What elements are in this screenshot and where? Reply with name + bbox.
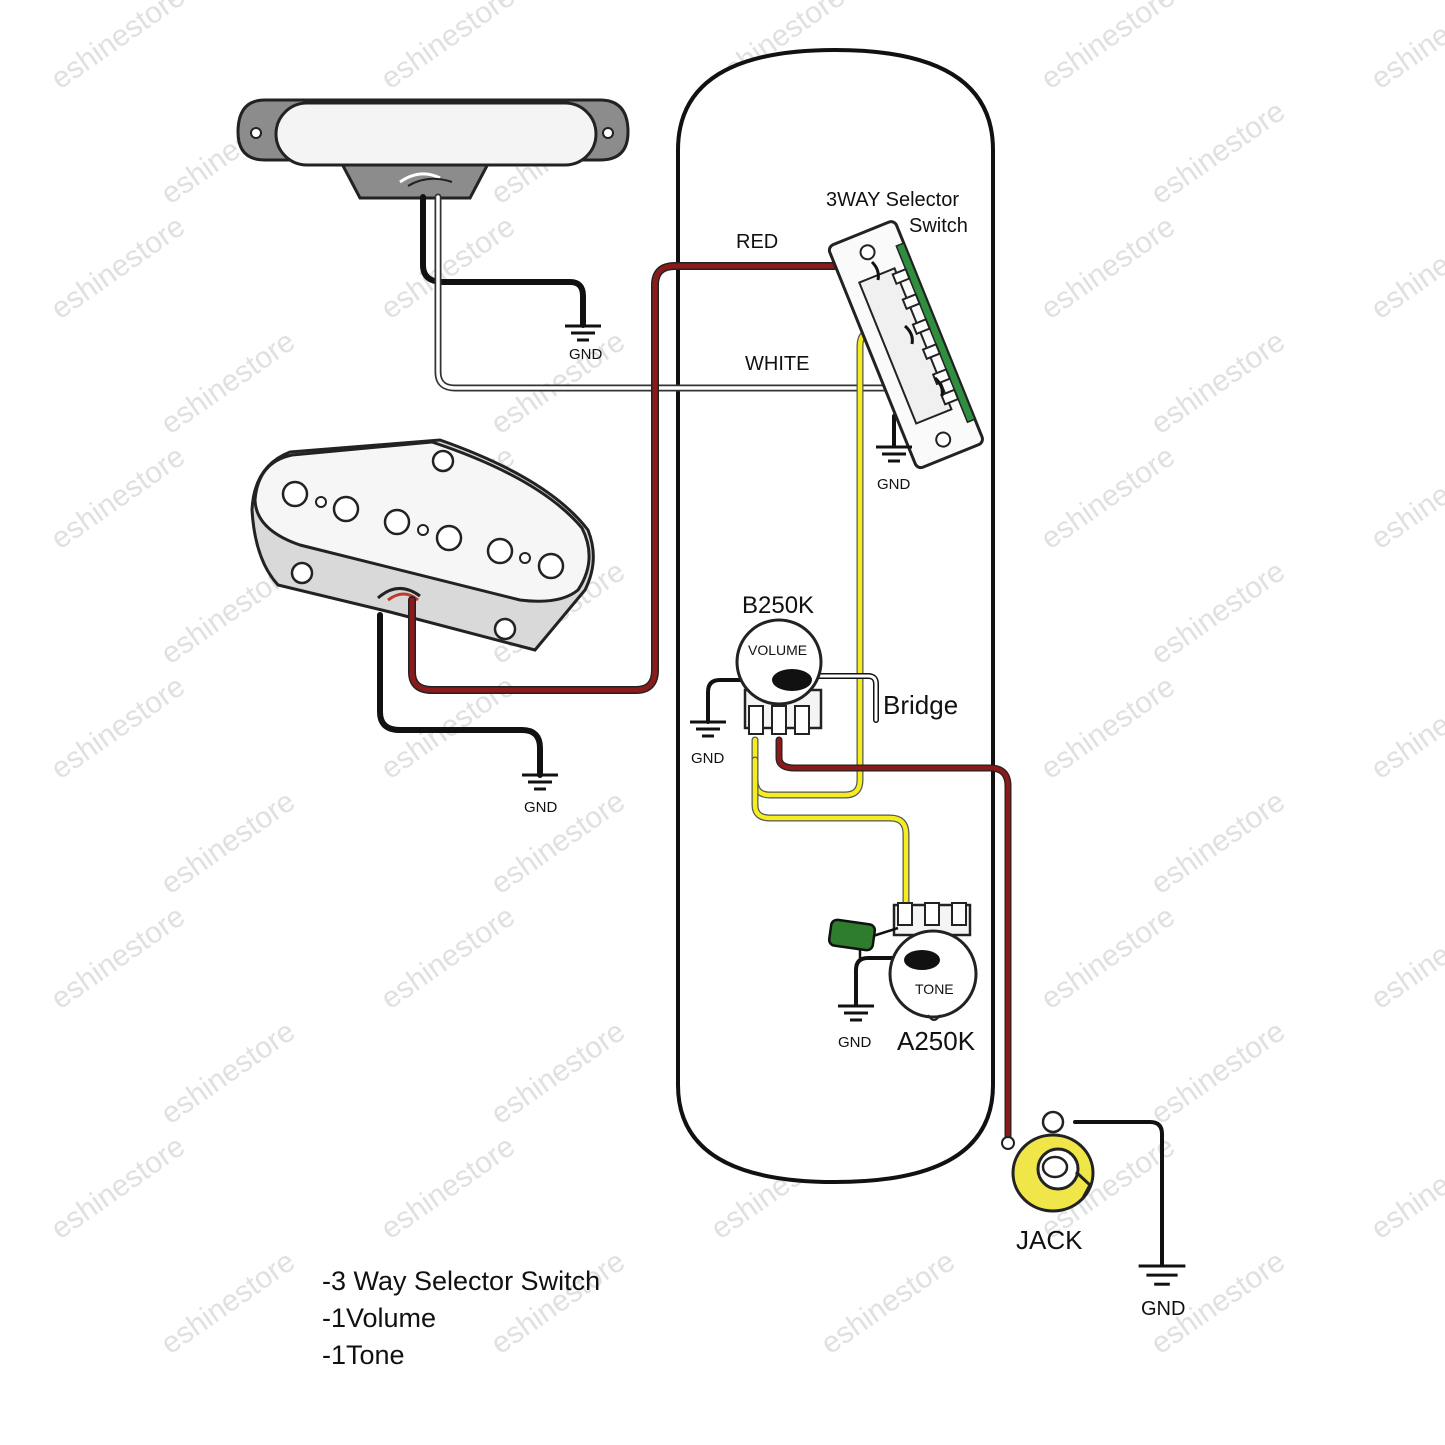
note-tone: -1Tone (322, 1340, 405, 1370)
jack-label: JACK (1016, 1225, 1083, 1255)
watermark-text: eshinestore (155, 785, 301, 901)
tone-label: TONE (915, 981, 954, 997)
watermark-text: eshinestore (45, 210, 191, 326)
volume-label: VOLUME (748, 642, 807, 658)
mount-hole-icon (431, 449, 455, 473)
ground-symbol-icon (522, 773, 558, 791)
gnd-label-volume: GND (691, 750, 725, 767)
watermark-text: eshinestore (1365, 900, 1445, 1016)
white-wire-label: WHITE (745, 353, 809, 375)
note-volume: -1Volume (322, 1303, 437, 1333)
watermark-text: eshinestore (45, 1130, 191, 1246)
watermark-text: eshinestore (45, 900, 191, 1016)
watermark-text: eshinestore (1145, 1015, 1291, 1131)
mount-hole-icon (250, 127, 262, 139)
watermark-text: eshinestore (485, 325, 631, 441)
watermark-text: eshinestore (1035, 440, 1181, 556)
ground-symbol-icon (690, 720, 726, 738)
volume-ground-wire (706, 678, 772, 724)
mount-hole-icon (290, 561, 314, 585)
watermark-text: eshinestore (1035, 210, 1181, 326)
switch-lugs (870, 260, 944, 397)
pot-shaft-icon (904, 950, 940, 970)
selector-label-line1: 3WAY Selector (826, 189, 959, 211)
watermark-text: eshinestore (45, 440, 191, 556)
watermark-text: eshinestore (1365, 0, 1445, 96)
mount-hole-icon (859, 244, 876, 261)
selector-label-line2: Switch (909, 215, 968, 237)
watermark-text: eshinestore (815, 1245, 961, 1361)
watermark-text: eshinestore (1365, 670, 1445, 786)
watermark-text: eshinestore (1365, 210, 1445, 326)
neck-black-wire (420, 194, 586, 328)
component-notes: -3 Way Selector Switch -1Volume -1Tone (322, 1263, 600, 1374)
note-selector-switch: -3 Way Selector Switch (322, 1266, 601, 1296)
watermark-text: eshinestore (375, 900, 521, 1016)
tone-pot (888, 902, 978, 1021)
ground-symbols (522, 324, 1186, 1286)
bridge-black-wire (377, 612, 543, 778)
pot-shaft-icon (772, 669, 812, 691)
gnd-label-jack: GND (1141, 1298, 1185, 1320)
tone-value-label: A250K (897, 1026, 976, 1056)
neck-pickup (236, 98, 630, 200)
gnd-label-bridge: GND (524, 799, 558, 816)
ground-symbol-icon (1138, 1264, 1186, 1286)
capacitor (827, 918, 899, 962)
watermark-text: eshinestore (375, 210, 521, 326)
watermark-text: eshinestore (485, 1015, 631, 1131)
output-jack (1001, 1110, 1095, 1213)
bridge-pickup (250, 438, 595, 652)
watermark-text: eshinestore (485, 785, 631, 901)
gnd-label-switch: GND (877, 476, 911, 493)
ground-symbol-icon (838, 1004, 874, 1022)
watermark-text: eshinestore (45, 670, 191, 786)
watermark-text: eshinestore (1145, 555, 1291, 671)
watermark-text: eshinestore (1035, 0, 1181, 96)
watermark-text: eshinestore (155, 325, 301, 441)
selector-switch (827, 220, 984, 470)
gnd-label-tone: GND (838, 1034, 872, 1051)
mount-hole-icon (935, 431, 952, 448)
watermark-text: eshinestore (1145, 785, 1291, 901)
red-wire-label: RED (736, 231, 778, 253)
mount-hole-icon (493, 617, 517, 641)
watermark-text: eshinestore (1365, 1130, 1445, 1246)
gnd-label-neck: GND (569, 346, 603, 363)
watermark-text: eshinestore (155, 1245, 301, 1361)
bridge-label: Bridge (883, 690, 958, 720)
watermark-text: eshinestore (1365, 440, 1445, 556)
ground-symbol-icon (876, 445, 912, 463)
watermark-text: eshinestore (1035, 900, 1181, 1016)
watermark-text: eshinestore (155, 1015, 301, 1131)
watermark-text: eshinestore (45, 0, 191, 96)
jack-ground-wire (1073, 1120, 1164, 1267)
volume-pot (735, 618, 823, 735)
watermark-text: eshinestore (375, 1130, 521, 1246)
volume-value-label: B250K (742, 592, 814, 619)
mount-hole-icon (602, 127, 614, 139)
watermark-text: eshinestore (1145, 325, 1291, 441)
watermark-text: eshinestore (375, 0, 521, 96)
watermark-text: eshinestore (1145, 95, 1291, 211)
watermark-text: eshinestore (1035, 670, 1181, 786)
ground-symbol-icon (565, 324, 601, 342)
